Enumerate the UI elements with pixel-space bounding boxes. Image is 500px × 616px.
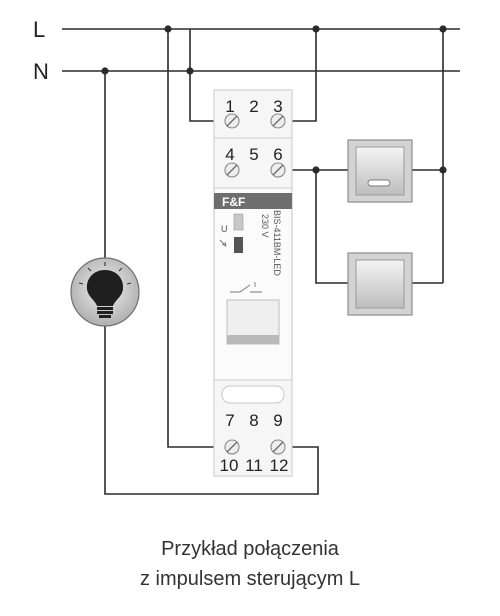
junction-nodes xyxy=(101,25,447,174)
indicator-led-relay xyxy=(234,237,243,253)
terminal-3: 3 xyxy=(273,97,282,116)
terminal-screws-row-1 xyxy=(224,113,286,129)
contact-symbol-icon xyxy=(230,282,262,293)
terminal-7: 7 xyxy=(225,411,234,430)
terminal-numbers-row-3: 7 8 9 xyxy=(225,411,282,430)
terminal-4: 4 xyxy=(225,145,234,164)
push-button-switch-icon xyxy=(347,139,413,203)
terminal-5: 5 xyxy=(249,145,258,164)
caption-line-2: z impulsem sterującym L xyxy=(139,568,361,590)
terminal-2: 2 xyxy=(249,97,258,116)
terminal-numbers-row-2: 4 5 6 xyxy=(225,145,282,164)
device-front-panel: F&F U 230 V BIS-411BM-LED xyxy=(214,193,292,404)
rail-l-label: L xyxy=(33,17,45,42)
terminal-screws-row-2 xyxy=(224,162,286,178)
terminal-6: 6 xyxy=(273,145,282,164)
caption-line-1: Przykład połączenia xyxy=(161,538,339,560)
relay-symbol-icon xyxy=(219,239,227,247)
push-button-switch-icon xyxy=(347,252,413,316)
rail-n-label: N xyxy=(33,59,49,84)
indicator-glow-icon xyxy=(367,179,391,187)
terminal-8: 8 xyxy=(249,411,258,430)
label-window xyxy=(221,385,285,404)
device-voltage: 230 V xyxy=(260,214,270,238)
relay-device: 1 2 3 4 5 6 F&F U xyxy=(213,89,293,477)
wires xyxy=(104,29,444,495)
brand-logo: F&F xyxy=(222,195,245,209)
terminal-numbers-row-1: 1 2 3 xyxy=(225,97,282,116)
rail-l: L xyxy=(33,17,460,42)
rail-n: N xyxy=(33,59,460,84)
terminal-12: 12 xyxy=(270,456,289,475)
terminal-numbers-row-4: 10 11 12 xyxy=(220,456,289,475)
device-model: BIS-411BM-LED xyxy=(272,210,282,276)
indicator-led-u xyxy=(233,213,244,231)
terminal-screws-row-3 xyxy=(224,439,286,455)
terminal-10: 10 xyxy=(220,456,239,475)
terminal-9: 9 xyxy=(273,411,282,430)
manual-lever-base xyxy=(227,335,279,344)
terminal-11: 11 xyxy=(245,456,263,475)
light-bulb-icon xyxy=(70,257,140,327)
brand-stripe xyxy=(214,193,292,209)
terminal-1: 1 xyxy=(225,97,234,116)
indicator-u-label: U xyxy=(221,224,228,234)
